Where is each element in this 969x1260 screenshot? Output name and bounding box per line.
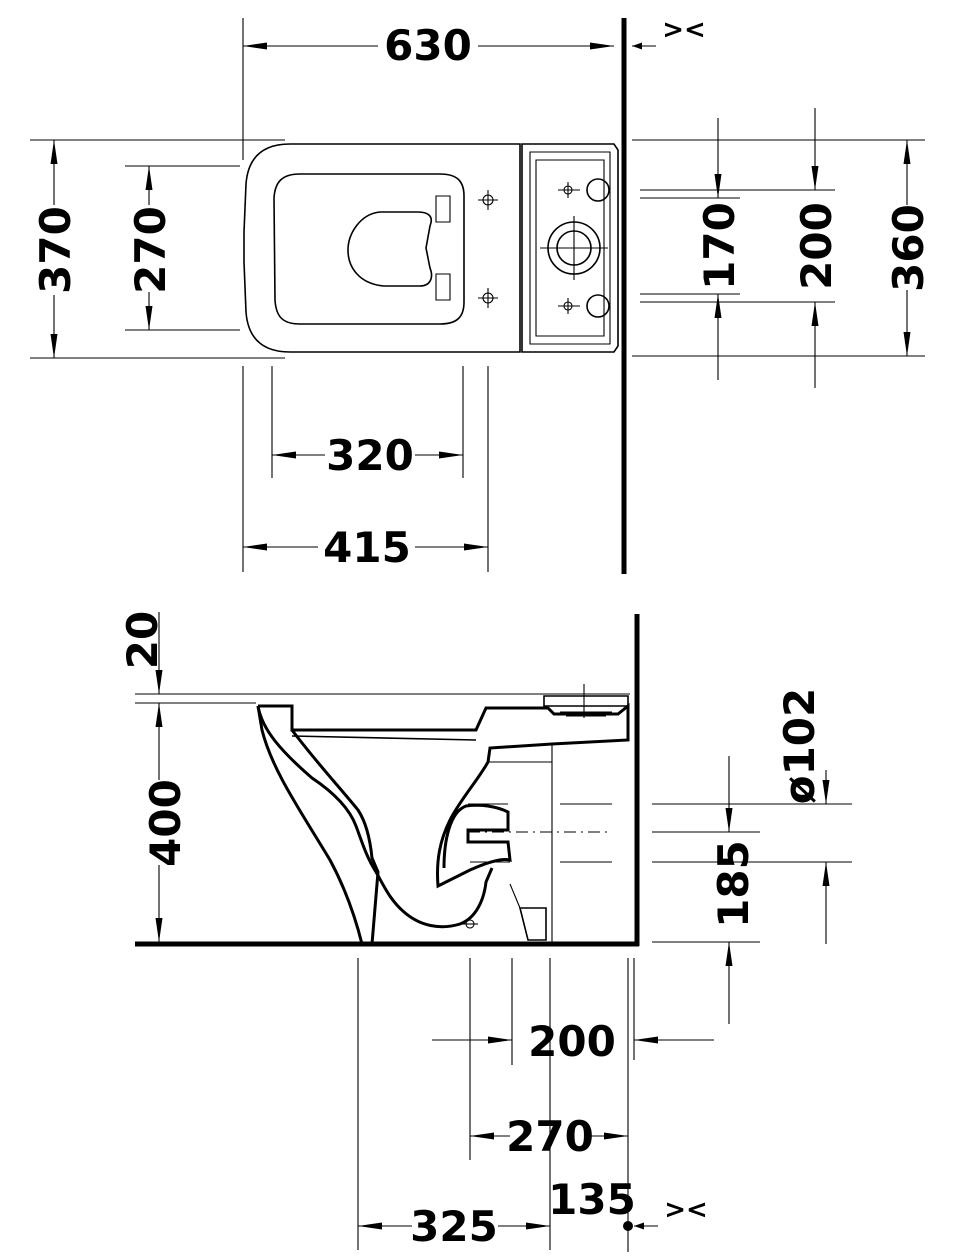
dim-415: 415: [323, 523, 411, 572]
dim-200-top: 200: [792, 202, 841, 290]
bowl-outline: [243, 143, 521, 353]
dim-20: 20: [118, 611, 167, 669]
dim-270-top: 270: [126, 206, 175, 294]
dim-200-side: 200: [528, 1017, 616, 1066]
cistern-fitting-lower: [558, 294, 610, 318]
dim-400: 400: [141, 779, 190, 867]
bowl-side-outline: [258, 702, 630, 889]
dim-320: 320: [326, 431, 414, 480]
dim-360: 360: [884, 204, 933, 292]
wall-mark-bottom: ><: [664, 1195, 708, 1225]
bowl-inner-rim: [273, 173, 465, 325]
dim-diameter-102: ø102: [775, 688, 824, 805]
dim-325: 325: [410, 1202, 498, 1251]
bowl-opening: [347, 211, 433, 287]
cistern-inner: [529, 151, 611, 345]
dim-170: 170: [695, 202, 744, 290]
flush-valve: [540, 216, 608, 280]
fixing-mark-upper: [478, 190, 498, 210]
cistern-outline: [521, 143, 619, 353]
dim-185: 185: [709, 840, 758, 928]
fixing-mark-lower: [478, 288, 498, 308]
wall-mark-top: ><: [662, 15, 706, 45]
cistern-fitting-upper: [558, 178, 610, 202]
dim-630: 630: [384, 21, 472, 70]
top-view: 630 >< 370 270 170 200 360 320 415: [30, 15, 933, 574]
side-view: 20 400 ø102 185 200 270 325 135: [118, 611, 852, 1252]
dim-135: 135: [548, 1175, 636, 1224]
seat-hinge: [543, 684, 629, 718]
dim-270-side: 270: [506, 1112, 594, 1161]
dim-370: 370: [31, 206, 80, 294]
